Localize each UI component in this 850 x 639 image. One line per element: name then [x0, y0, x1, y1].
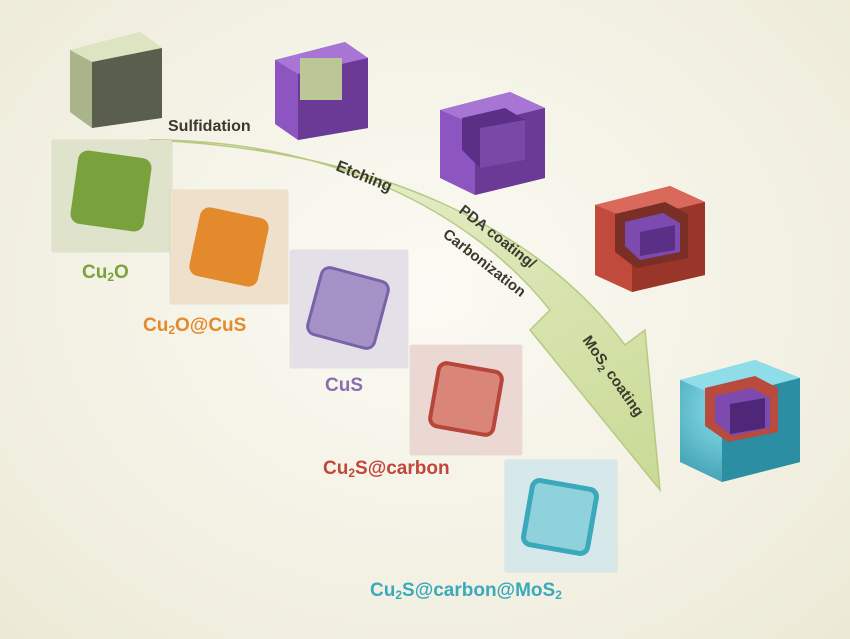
cu2s-carbon-particle	[426, 359, 506, 439]
tem-cu2o	[52, 140, 172, 252]
cu2o-cus-particle	[187, 205, 271, 289]
cube-cu2o	[70, 32, 162, 128]
tem-cu2o-cus	[170, 190, 288, 304]
cus-particle	[303, 263, 393, 353]
label-cu2s-carbon: Cu2S@carbon	[323, 458, 450, 480]
step-etching: Etching	[334, 158, 395, 196]
label-cu2s-carbon-mos2: Cu2S@carbon@MoS2	[370, 580, 562, 602]
cube-cus	[440, 92, 545, 195]
tem-cus	[290, 250, 408, 368]
cube-cu2o-cus	[275, 42, 368, 140]
label-cus: CuS	[325, 375, 363, 396]
cube-cu2s-carbon	[595, 186, 705, 292]
mos2-particle	[519, 476, 601, 558]
tem-cu2s-carbon-mos2	[505, 460, 617, 572]
tem-cu2s-carbon	[410, 345, 522, 455]
step-sulfidation: Sulfidation	[168, 118, 251, 135]
cu2o-particle	[69, 149, 153, 233]
cube-mos2	[680, 360, 800, 482]
label-cu2o-cus: Cu2O@CuS	[143, 315, 247, 337]
label-cu2o: Cu2O	[82, 262, 129, 284]
process-arrow	[149, 139, 661, 493]
